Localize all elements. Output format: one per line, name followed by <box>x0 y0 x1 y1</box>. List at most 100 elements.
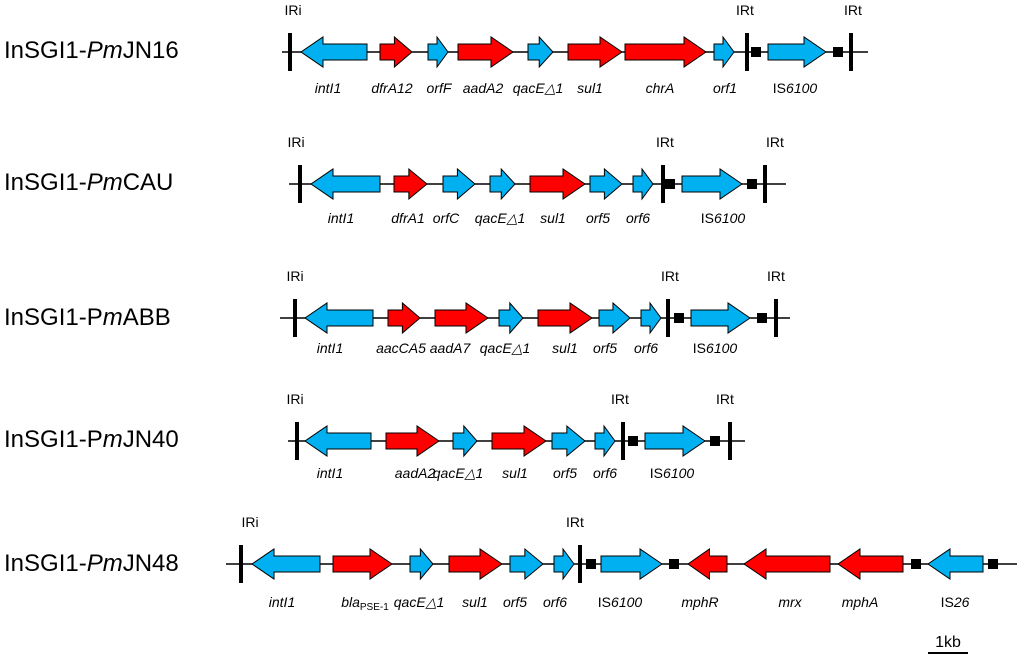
gene-arrow <box>457 36 514 68</box>
repeat-square-marker <box>757 313 767 323</box>
gene-arrow <box>393 167 428 201</box>
gene-arrow <box>640 301 662 335</box>
gene-label: mphA <box>842 594 879 610</box>
gene-arrow <box>304 425 372 457</box>
gene-arrow <box>624 36 707 68</box>
gene-label: orf6 <box>593 465 617 481</box>
repeat-square-marker <box>710 436 720 446</box>
gene-label: qacE△1 <box>475 210 525 226</box>
gene-label: aacCA5 <box>376 340 426 356</box>
row-name: InSGI1-PmJN40 <box>4 426 179 453</box>
gene-arrow <box>713 35 735 69</box>
gene-label: orf5 <box>503 594 527 610</box>
gene-arrow <box>491 425 547 457</box>
gene-arrow <box>427 35 449 69</box>
gene-arrow <box>442 167 476 201</box>
gene-label: intI1 <box>269 594 295 610</box>
gene-arrow <box>527 35 554 69</box>
gene-label: sul1 <box>540 210 566 226</box>
gene-label: orf6 <box>634 340 658 356</box>
gene-label: sul1 <box>502 465 528 481</box>
gene-arrow <box>498 301 524 335</box>
gene-arrow <box>589 167 623 201</box>
gene-arrow <box>681 168 743 200</box>
gene-arrow <box>598 301 631 335</box>
gene-label: mphR <box>681 594 718 610</box>
row-name: InSGI1-PmCAU <box>4 169 173 196</box>
ir-boundary-bar <box>288 33 292 71</box>
repeat-square-marker <box>751 47 761 57</box>
repeat-square-marker <box>586 559 596 569</box>
gene-arrow <box>529 168 586 200</box>
ir-label: IRi <box>287 134 304 150</box>
repeat-square-marker <box>674 313 684 323</box>
gene-label: orfF <box>427 80 453 96</box>
gene-label: sul1 <box>577 80 603 96</box>
row-name: InSGI1-PmJN48 <box>4 550 179 577</box>
ir-boundary-bar <box>745 33 749 71</box>
gene-label: aadA2 <box>395 465 436 481</box>
gene-label: aadA7 <box>430 340 472 356</box>
gene-label: orf6 <box>626 210 650 226</box>
gene-arrow <box>251 548 321 580</box>
gene-label: IS26 <box>941 594 970 610</box>
gene-label: qacE△1 <box>433 465 483 481</box>
gene-arrow <box>767 36 827 68</box>
repeat-square-marker <box>833 47 843 57</box>
gene-label: qacE△1 <box>394 594 444 610</box>
gene-label: blaPSE-1 <box>341 594 389 613</box>
ir-label: IRt <box>656 134 674 150</box>
ir-boundary-bar <box>763 165 767 203</box>
gene-label: intI1 <box>317 340 343 356</box>
gene-label: chrA <box>646 80 675 96</box>
scale-bar-label: 1kb <box>935 634 961 651</box>
ir-label: IRt <box>844 2 862 18</box>
ir-label: IRi <box>284 2 301 18</box>
ir-label: IRt <box>766 134 784 150</box>
gene-arrow <box>644 425 706 457</box>
gene-arrow <box>448 548 503 580</box>
repeat-square-marker <box>669 559 679 569</box>
repeat-square-marker <box>988 559 998 569</box>
gene-label: intI1 <box>317 465 343 481</box>
gene-arrow <box>452 424 478 458</box>
ir-boundary-bar <box>849 33 853 71</box>
gene-label: qacE△1 <box>480 340 530 356</box>
gene-label: orf5 <box>586 210 610 226</box>
row-name: InSGI1-PmABB <box>4 304 171 331</box>
gene-arrow <box>409 547 434 581</box>
gene-arrow <box>837 548 904 580</box>
gene-arrow <box>332 548 393 580</box>
repeat-square-marker <box>628 436 638 446</box>
scale-bar: 1kb <box>928 634 968 654</box>
gene-arrow <box>632 167 654 201</box>
gene-label: sul1 <box>552 340 578 356</box>
gene-label: mrx <box>778 594 802 610</box>
gene-arrow <box>434 302 489 334</box>
gene-label: IS6100 <box>650 465 695 481</box>
ir-label: IRt <box>566 514 584 530</box>
gene-label: orf6 <box>543 594 567 610</box>
ir-label: IRi <box>241 514 258 530</box>
ir-label: IRi <box>286 268 303 284</box>
ir-label: IRt <box>716 391 734 407</box>
gene-arrow <box>553 547 575 581</box>
gene-label: intI1 <box>315 80 341 96</box>
gene-arrow <box>385 425 440 457</box>
gene-label: orf5 <box>593 340 617 356</box>
gene-arrow <box>567 36 623 68</box>
gene-arrow <box>379 35 413 69</box>
gene-arrow <box>489 167 516 201</box>
gene-label: orfC <box>433 210 460 226</box>
gene-arrow <box>387 301 421 335</box>
ir-label: IRt <box>736 2 754 18</box>
gene-label: dfrA1 <box>391 210 424 226</box>
gene-arrow <box>743 548 831 580</box>
gene-label: qacE△1 <box>513 80 563 96</box>
gene-label: aadA2 <box>463 80 504 96</box>
ir-boundary-bar <box>295 422 299 460</box>
ir-boundary-bar <box>239 545 243 583</box>
